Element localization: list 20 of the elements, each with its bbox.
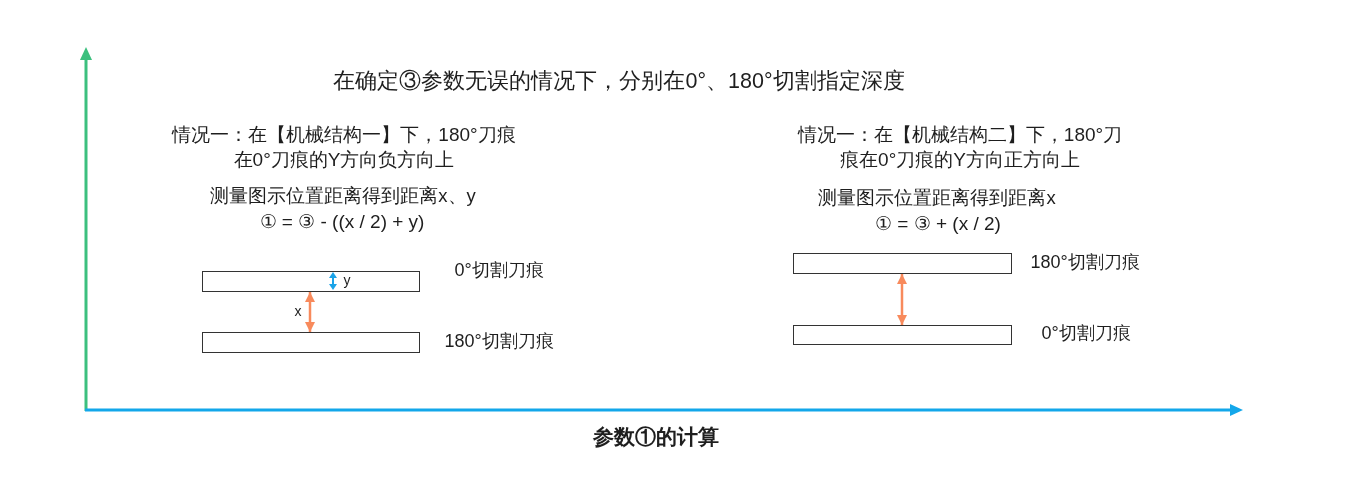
double-arrow (897, 274, 907, 325)
edge-label: x (294, 302, 302, 320)
cut-mark-label: 180°切割刀痕 (1030, 252, 1140, 274)
cut-mark-box (202, 332, 420, 353)
formula: ① = ③ - ((x / 2) + y) (259, 210, 425, 234)
caption: 参数①的计算 (593, 424, 719, 450)
cut-mark-label: 180°切割刀痕 (444, 331, 554, 353)
measurement-note: 测量图示位置距离得到距离x、y (210, 184, 476, 208)
cut-mark-label: 0°切割刀痕 (454, 260, 544, 282)
case-description: 情况一：在【机械结构一】下，180°刀痕在0°刀痕的Y方向负方向上 (170, 122, 517, 172)
measurement-note: 测量图示位置距离得到距离x (818, 186, 1056, 210)
double-arrow (305, 292, 315, 332)
heading: 在确定③参数无误的情况下，分别在0°、180°切割指定深度 (333, 69, 905, 95)
formula: ① = ③ + (x / 2) (875, 212, 1001, 236)
dimension-label: y (343, 271, 351, 289)
cut-mark-box (202, 271, 420, 292)
cut-mark-box (793, 325, 1012, 345)
cut-mark-box (793, 253, 1012, 274)
cut-mark-label: 0°切割刀痕 (1041, 323, 1131, 345)
case-description: 情况一：在【机械结构二】下，180°刀痕在0°刀痕的Y方向正方向上 (796, 122, 1124, 172)
